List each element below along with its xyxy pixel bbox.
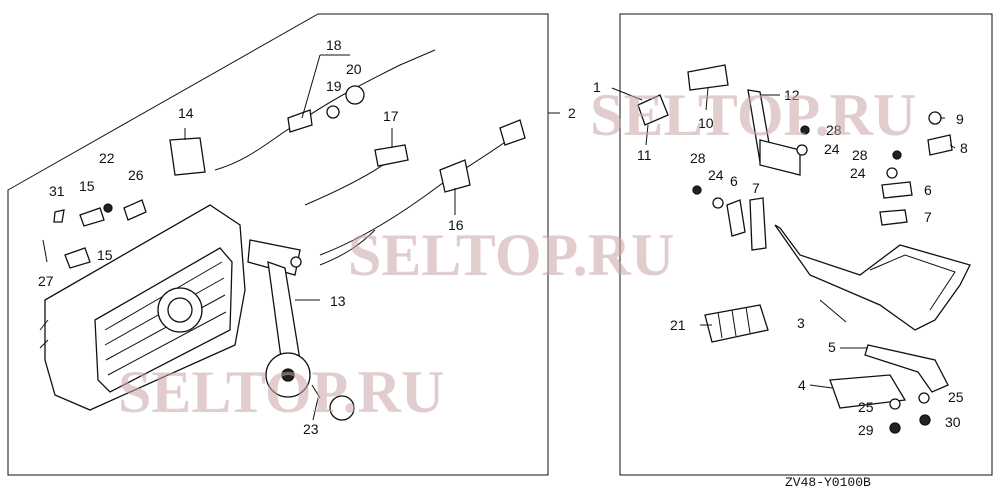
callout-3: 3 <box>797 315 805 331</box>
callout-8: 8 <box>960 140 968 156</box>
callout-25-right: 25 <box>948 389 964 405</box>
left-group-frame <box>7 13 549 476</box>
clip-1 <box>637 94 669 126</box>
switch-harness-18 <box>214 49 436 171</box>
callout-6-left: 6 <box>730 173 738 189</box>
callout-27: 27 <box>38 273 54 289</box>
callout-15-lower: 15 <box>97 247 113 263</box>
callout-6-right: 6 <box>924 182 932 198</box>
callout-21: 21 <box>670 317 686 333</box>
callout-25-mid: 25 <box>858 399 874 415</box>
callout-7-left: 7 <box>752 180 760 196</box>
callout-5: 5 <box>828 339 836 355</box>
clamp-26 <box>123 199 147 221</box>
callout-29: 29 <box>858 422 874 438</box>
block-8 <box>927 134 953 156</box>
callout-4: 4 <box>798 377 806 393</box>
callout-28-right: 28 <box>852 147 868 163</box>
bolt-28-right <box>892 150 902 160</box>
callout-24-right: 24 <box>850 165 866 181</box>
callout-12: 12 <box>784 87 800 103</box>
callout-22: 22 <box>99 150 115 166</box>
plate-6-left <box>726 199 746 237</box>
plate-4 <box>829 374 907 409</box>
callout-24-left: 24 <box>708 167 724 183</box>
callout-28-left: 28 <box>690 150 706 166</box>
shaft-12 <box>759 139 801 176</box>
bolt-30 <box>919 414 931 426</box>
washer-24-top <box>796 144 808 156</box>
callout-31: 31 <box>49 183 65 199</box>
plate-7-left <box>749 197 767 251</box>
control-lever <box>247 239 311 398</box>
watermark-middle: SELTOP.RU <box>348 222 674 288</box>
bolt-9 <box>928 111 942 125</box>
callout-13: 13 <box>330 293 346 309</box>
callout-17: 17 <box>383 108 399 124</box>
leader-lines <box>184 54 956 421</box>
clip-31 <box>53 209 65 223</box>
pin-27 <box>42 239 48 263</box>
callout-14: 14 <box>178 105 194 121</box>
plate-6-right <box>881 181 913 199</box>
bracket-5 <box>864 344 949 393</box>
right-group-frame <box>619 13 993 476</box>
bracket-10 <box>687 64 729 91</box>
callout-9: 9 <box>956 111 964 127</box>
bolt-29 <box>889 422 901 434</box>
callout-10: 10 <box>698 115 714 131</box>
callout-23: 23 <box>303 421 319 437</box>
callout-19: 19 <box>326 78 342 94</box>
callout-1: 1 <box>593 79 601 95</box>
switch-block-21 <box>704 304 769 343</box>
washer-24-left <box>712 197 724 209</box>
callout-26: 26 <box>128 167 144 183</box>
block-21-ribs <box>717 306 751 339</box>
callout-2: 2 <box>568 105 576 121</box>
bolt-28-top <box>800 125 810 135</box>
callout-24-top: 24 <box>824 141 840 157</box>
callout-15-upper: 15 <box>79 178 95 194</box>
washer-25-mid <box>889 398 901 410</box>
callout-labels: 2 1 10 11 12 28 24 9 8 28 24 6 7 28 24 6… <box>38 37 968 438</box>
washer-25-right <box>918 392 930 404</box>
diagram-code: ZV48-Y0100B <box>785 475 871 490</box>
screw-22 <box>103 203 113 213</box>
callout-18: 18 <box>326 37 342 53</box>
watermark-top: SELTOP.RU <box>590 82 916 148</box>
clip-15-upper <box>79 207 105 227</box>
callout-11: 11 <box>637 147 652 163</box>
callout-20: 20 <box>346 61 362 77</box>
main-harness-16 <box>319 119 526 266</box>
callout-30: 30 <box>945 414 961 430</box>
knob-23 <box>329 395 355 421</box>
bracket-3-detail <box>869 254 956 311</box>
control-box-housing <box>39 204 246 411</box>
washer-24-right <box>886 167 898 179</box>
watermark-bottom: SELTOP.RU <box>118 359 444 425</box>
callout-7-right: 7 <box>924 209 932 225</box>
plate-7-right <box>879 209 908 226</box>
clip-15-lower <box>64 247 91 269</box>
callout-28-top: 28 <box>826 122 842 138</box>
plate-14 <box>169 137 206 176</box>
callout-16: 16 <box>448 217 464 233</box>
bolt-28-left <box>692 185 702 195</box>
trim-cable-17 <box>304 144 409 206</box>
mount-bracket-3 <box>774 224 971 331</box>
screw-23 <box>311 384 321 399</box>
